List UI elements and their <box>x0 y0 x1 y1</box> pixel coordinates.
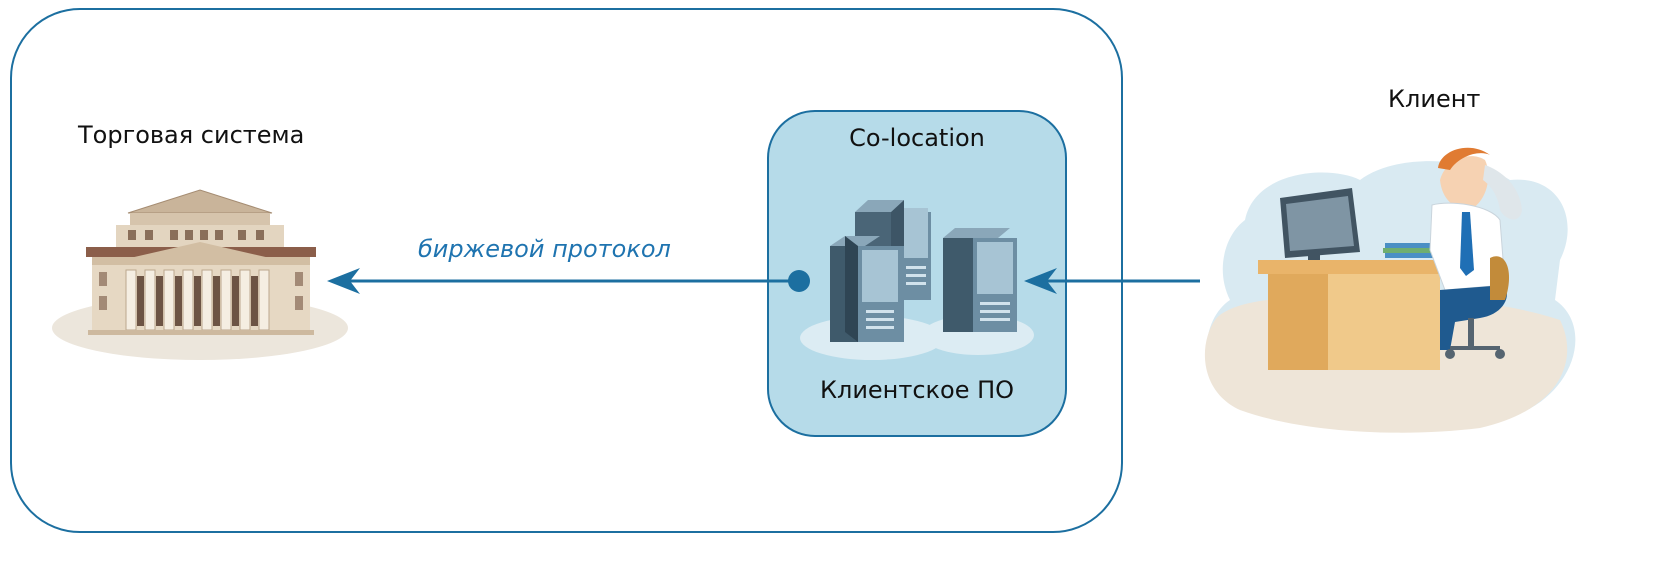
client-arrow <box>1024 268 1200 294</box>
trading-system-label: Торговая система <box>78 121 305 149</box>
client-software-label: Клиентское ПО <box>819 376 1015 404</box>
exchange-building-icon <box>52 189 348 360</box>
colocation-label: Co-location <box>849 124 985 152</box>
server-rack-icon <box>800 200 1034 360</box>
protocol-arrow <box>327 268 810 294</box>
datacenter-boundary <box>10 8 1123 533</box>
exchange-protocol-label: биржевой протокол <box>418 235 671 263</box>
client-at-desk-icon <box>1204 147 1576 433</box>
client-label: Клиент <box>1388 85 1481 113</box>
